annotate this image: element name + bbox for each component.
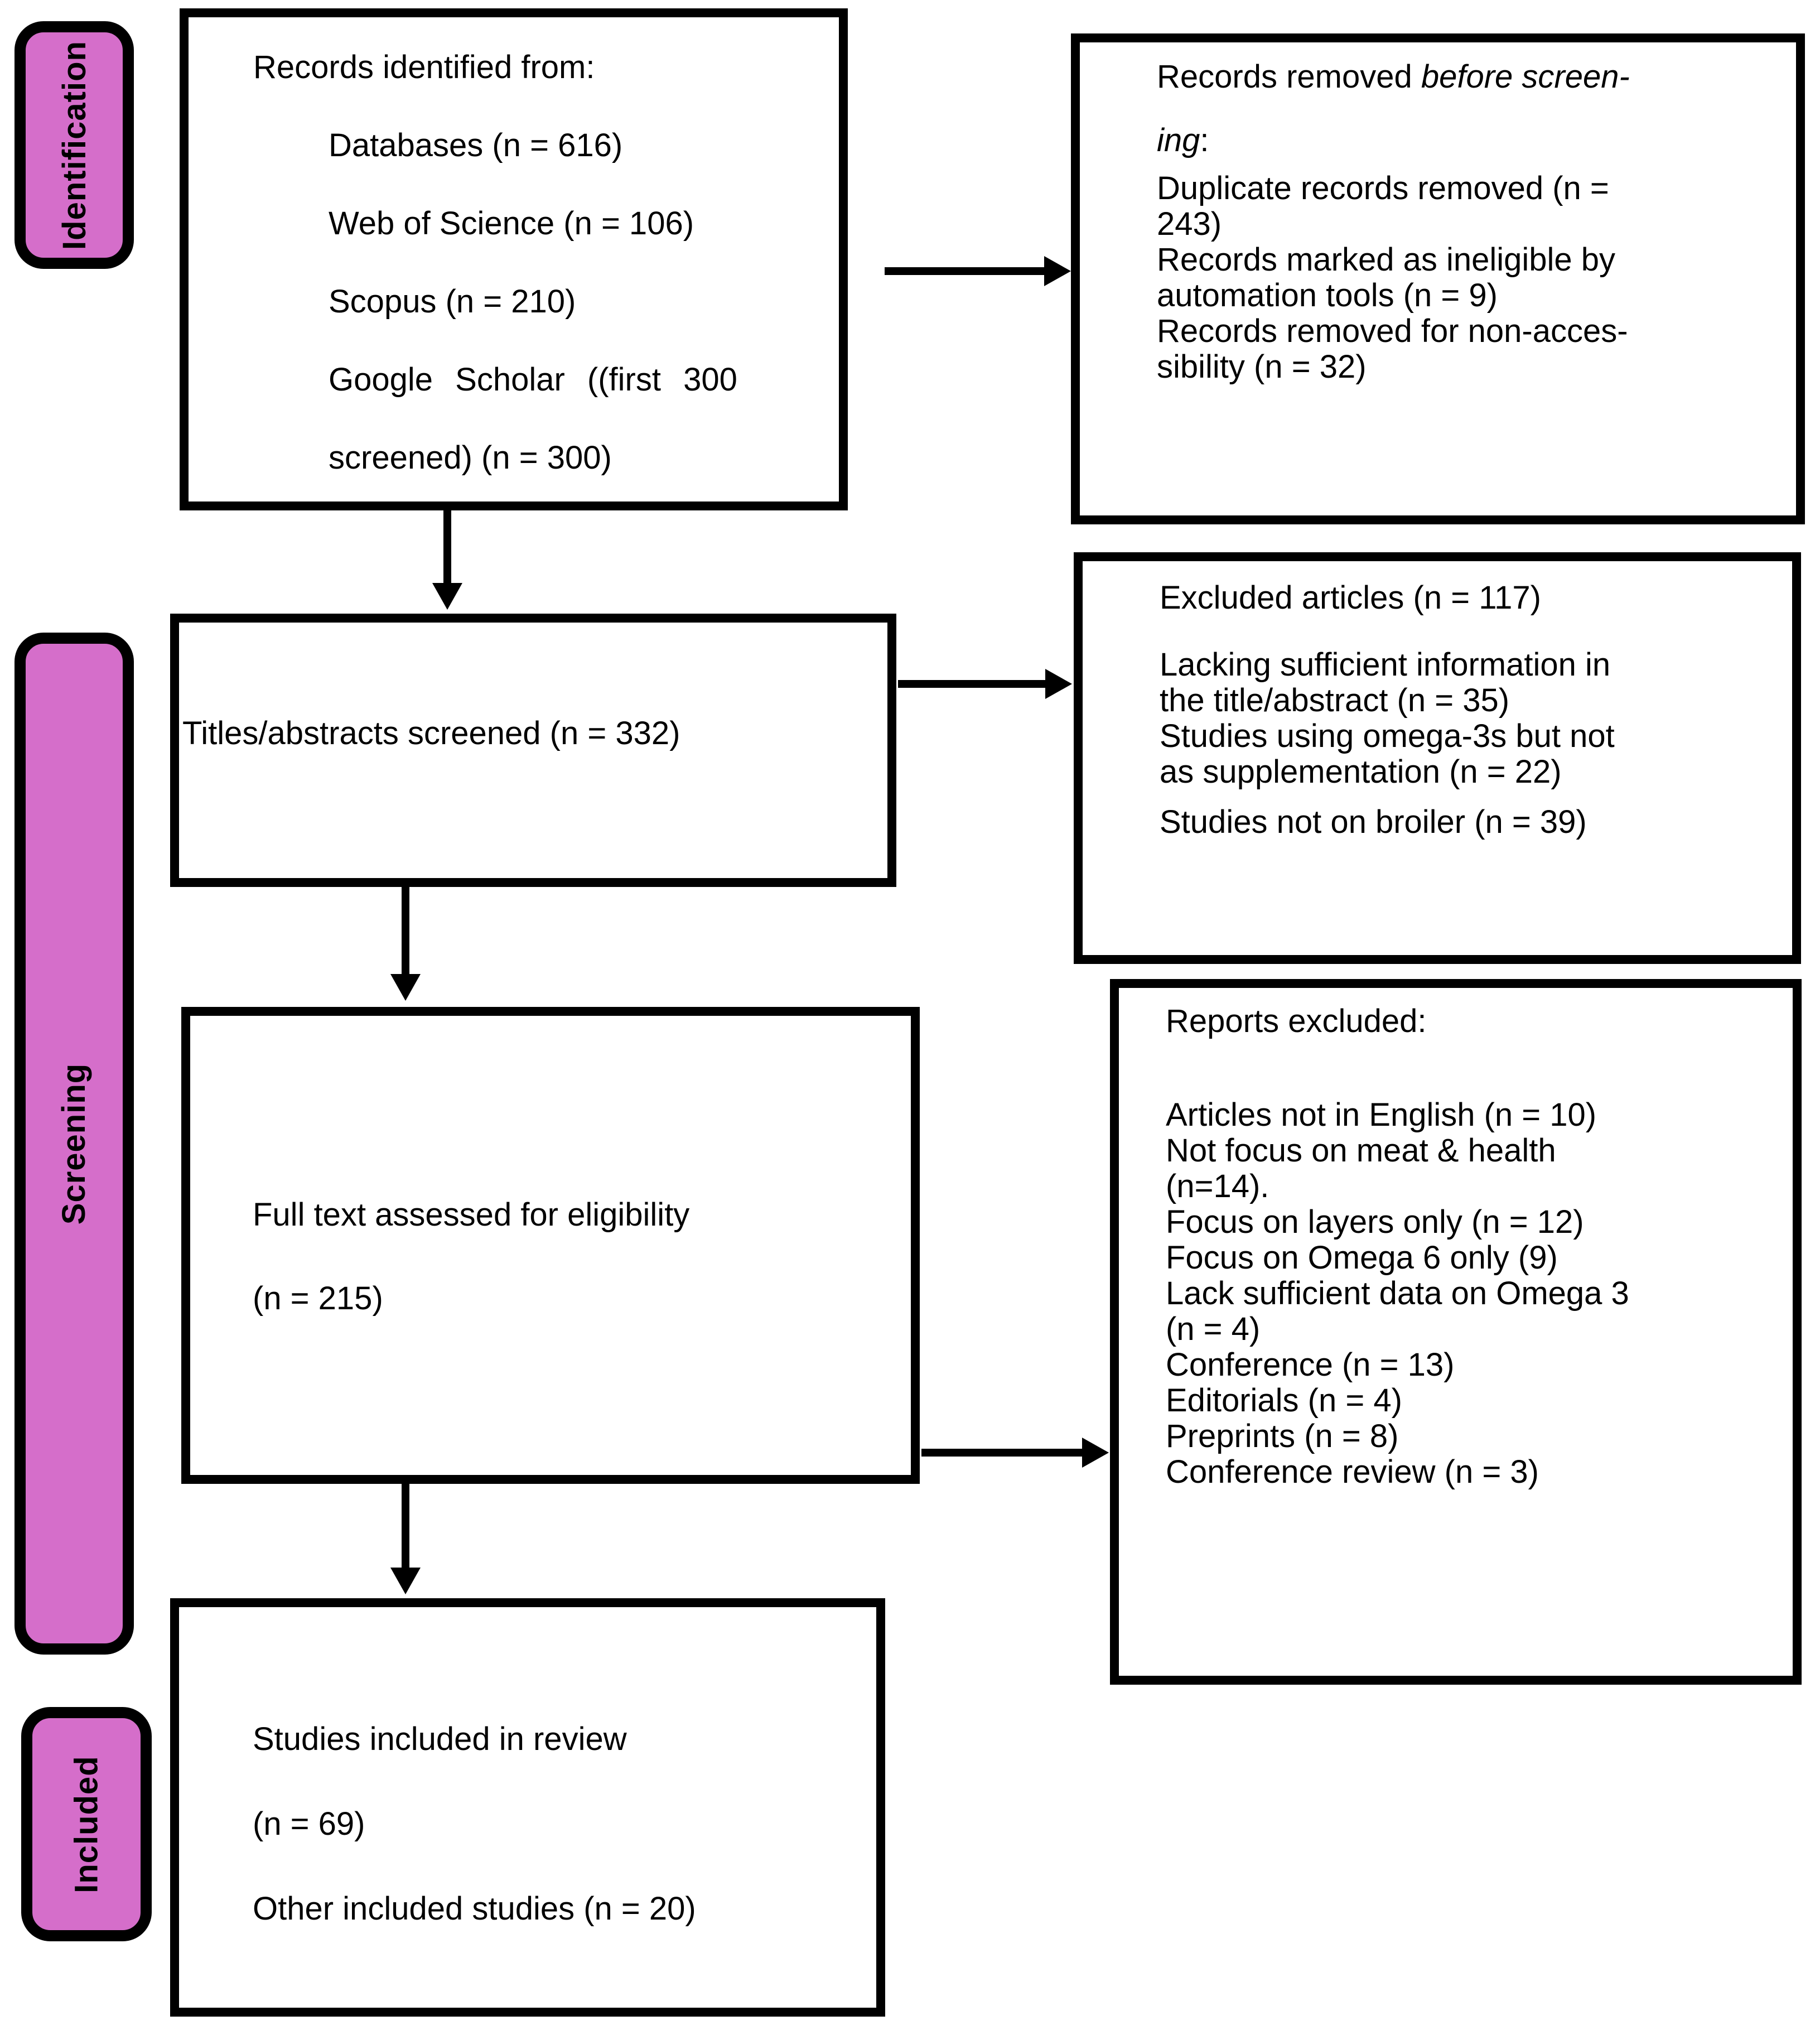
reports-editorials: Editorials (n = 4): [1166, 1382, 1402, 1419]
reports-not-meat-health-line1: Not focus on meat & health: [1166, 1132, 1556, 1169]
records-removed-heading-colon: :: [1200, 122, 1209, 158]
titles-abstracts-screened-text: Titles/abstracts screened (n = 332): [182, 715, 680, 751]
reports-preprints: Preprints (n = 8): [1166, 1418, 1399, 1454]
removed-ineligible-count: automation tools (n = 9): [1157, 277, 1498, 314]
source-google-scholar-count: screened) (n = 300): [329, 440, 612, 476]
removed-ineligible: Records marked as ineligible by: [1157, 242, 1616, 278]
removed-duplicates-count: 243): [1157, 206, 1222, 242]
box-full-text-assessed: Full text assessed for eligibility (n = …: [181, 1007, 920, 1484]
excluded-articles-title: Excluded articles (n = 117): [1160, 580, 1541, 616]
reports-not-english: Articles not in English (n = 10): [1166, 1097, 1597, 1133]
records-removed-heading-normal: Records removed: [1157, 59, 1421, 95]
reports-excluded-title: Reports excluded:: [1166, 1003, 1427, 1039]
stage-tab-included: Included: [21, 1707, 152, 1941]
reports-conference: Conference (n = 13): [1166, 1347, 1455, 1383]
excluded-lacking-info-line2: the title/abstract (n = 35): [1160, 682, 1510, 719]
arrow-identified-to-removed: [885, 267, 1045, 275]
removed-duplicates: Duplicate records removed (n =: [1157, 170, 1609, 206]
box-titles-abstracts-screened: Titles/abstracts screened (n = 332): [170, 614, 896, 887]
arrow-screened-to-fulltext: [402, 887, 409, 975]
arrow-fulltext-to-included: [402, 1484, 409, 1569]
records-removed-heading-italic2: ing: [1157, 122, 1200, 158]
source-databases: Databases (n = 616): [329, 127, 623, 163]
removed-non-accessibility: Records removed for non-acces-: [1157, 313, 1628, 349]
excluded-omega3-not-supplement-line1: Studies using omega-3s but not: [1160, 718, 1615, 754]
reports-conference-review: Conference review (n = 3): [1166, 1454, 1539, 1490]
arrow-screened-to-excluded: [898, 680, 1046, 688]
full-text-assessed-text: Full text assessed for eligibility: [253, 1196, 690, 1233]
box-studies-included: Studies included in review (n = 69) Othe…: [170, 1598, 885, 2017]
studies-included-title: Studies included in review: [253, 1721, 627, 1757]
stage-label-identification: Identification: [56, 40, 93, 250]
records-removed-heading-line2: ing:: [1157, 123, 1776, 158]
source-web-of-science: Web of Science (n = 106): [329, 205, 694, 242]
studies-included-count: (n = 69): [253, 1806, 365, 1842]
records-removed-heading-line1: Records removed before screen-: [1157, 59, 1776, 95]
excluded-omega3-not-supplement-line2: as supplementation (n = 22): [1160, 754, 1562, 790]
box-records-removed: Records removed before screen- ing: Dupl…: [1071, 33, 1805, 524]
removed-non-accessibility-count: sibility (n = 32): [1157, 349, 1367, 385]
reports-layers-only: Focus on layers only (n = 12): [1166, 1204, 1584, 1240]
reports-not-meat-health-line2: (n=14).: [1166, 1168, 1269, 1204]
box-reports-excluded: Reports excluded: Articles not in Englis…: [1110, 979, 1802, 1685]
stage-tab-screening: Screening: [15, 633, 134, 1655]
reports-lack-omega3-data-line2: (n = 4): [1166, 1311, 1261, 1347]
stage-label-screening: Screening: [56, 1063, 93, 1224]
reports-omega6-only: Focus on Omega 6 only (9): [1166, 1240, 1558, 1276]
source-google-scholar: Google Scholar ((first 300: [329, 361, 737, 398]
full-text-assessed-count: (n = 215): [253, 1280, 383, 1317]
records-identified-title: Records identified from:: [253, 49, 595, 85]
stage-tab-identification: Identification: [15, 21, 134, 269]
excluded-not-broiler: Studies not on broiler (n = 39): [1160, 804, 1587, 840]
records-removed-heading-italic1: before screen-: [1421, 59, 1630, 95]
reports-lack-omega3-data-line1: Lack sufficient data on Omega 3: [1166, 1275, 1629, 1311]
arrow-fulltext-to-reports-excluded: [921, 1449, 1083, 1457]
source-scopus: Scopus (n = 210): [329, 283, 576, 320]
stage-label-included: Included: [68, 1755, 105, 1893]
box-records-identified: Records identified from: Databases (n = …: [180, 8, 848, 510]
other-included-studies: Other included studies (n = 20): [253, 1891, 696, 1927]
box-excluded-articles: Excluded articles (n = 117) Lacking suff…: [1074, 552, 1801, 964]
excluded-lacking-info-line1: Lacking sufficient information in: [1160, 647, 1611, 683]
arrow-identified-to-screened: [443, 510, 451, 584]
